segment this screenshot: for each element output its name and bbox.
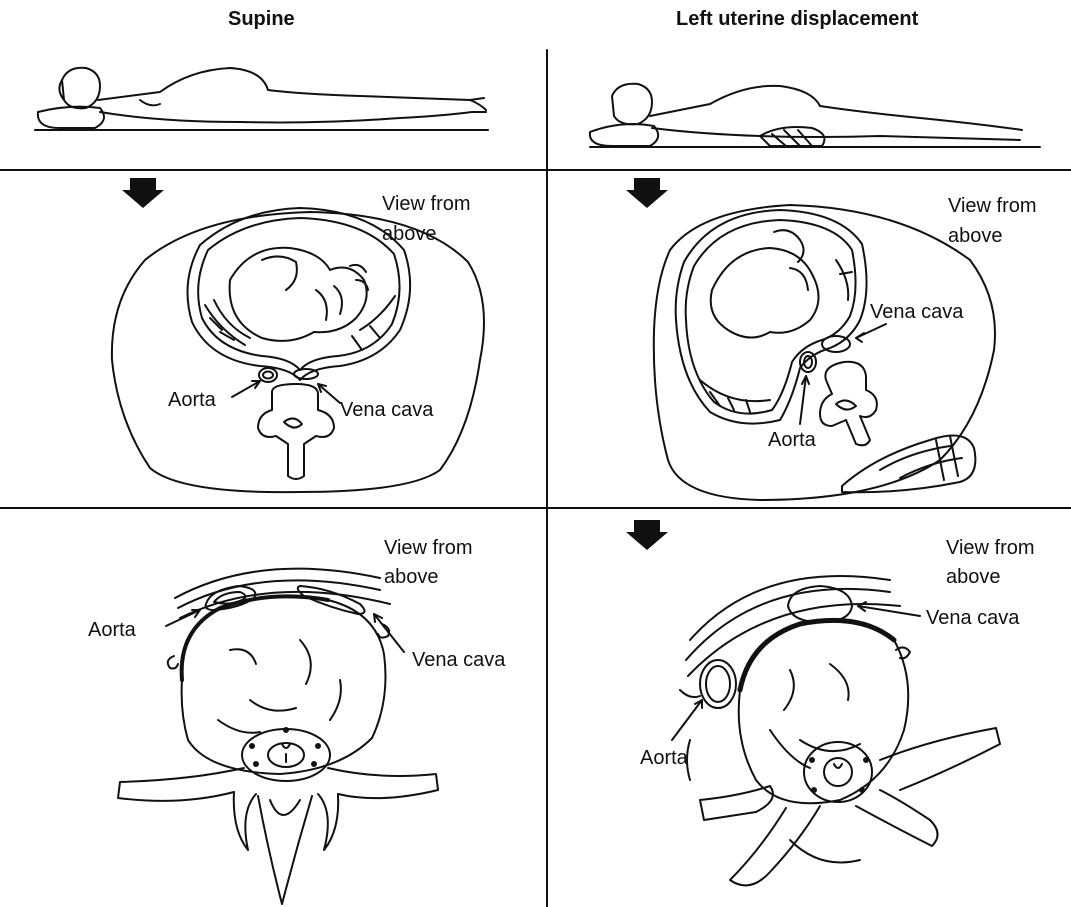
lud-vertebra-view-label-line1: View from: [946, 536, 1035, 560]
supine-abdomen-view-label-line1: View from: [382, 192, 471, 216]
down-arrow-supine: [122, 178, 164, 208]
supine-abdomen-cross-section: [112, 208, 484, 492]
lud-vertebra-aorta-label: Aorta: [640, 746, 688, 770]
supine-woman-figure: [35, 68, 488, 130]
lud-abdomen-vena-cava-label: Vena cava: [870, 300, 963, 324]
lud-vena-cava-shape: [822, 336, 850, 352]
supine-vertebra-view-label-line1: View from: [384, 536, 473, 560]
supine-abdomen-vena-cava-label: Vena cava: [340, 398, 433, 422]
lud-abdomen-cross-section: [654, 205, 995, 500]
supine-abdomen-view-label-line2: above: [382, 222, 437, 246]
supine-vertebra-view-label-line2: above: [384, 565, 439, 589]
lud-vertebra-view-label-line2: above: [946, 565, 1001, 589]
lud-abdomen-aorta-label: Aorta: [768, 428, 816, 452]
down-arrow-lud-2: [626, 520, 668, 550]
supine-vertebra-aorta-label: Aorta: [88, 618, 136, 642]
heading-left-uterine-displacement: Left uterine displacement: [676, 8, 918, 31]
supine-aorta-shape: [259, 368, 277, 382]
lud-abdomen-view-label-line1: View from: [948, 194, 1037, 218]
down-arrow-lud-1: [626, 178, 668, 208]
lud-abdomen-view-label-line2: above: [948, 224, 1003, 248]
lud-vertebra-vena-cava-label: Vena cava: [926, 606, 1019, 630]
supine-vertebra-view: [118, 569, 438, 904]
supine-abdomen-aorta-label: Aorta: [168, 388, 216, 412]
supine-vertebra-vena-cava-label: Vena cava: [412, 648, 505, 672]
lud-woman-figure: [590, 84, 1040, 147]
grid-lines: [0, 50, 1071, 907]
heading-supine: Supine: [228, 8, 295, 31]
